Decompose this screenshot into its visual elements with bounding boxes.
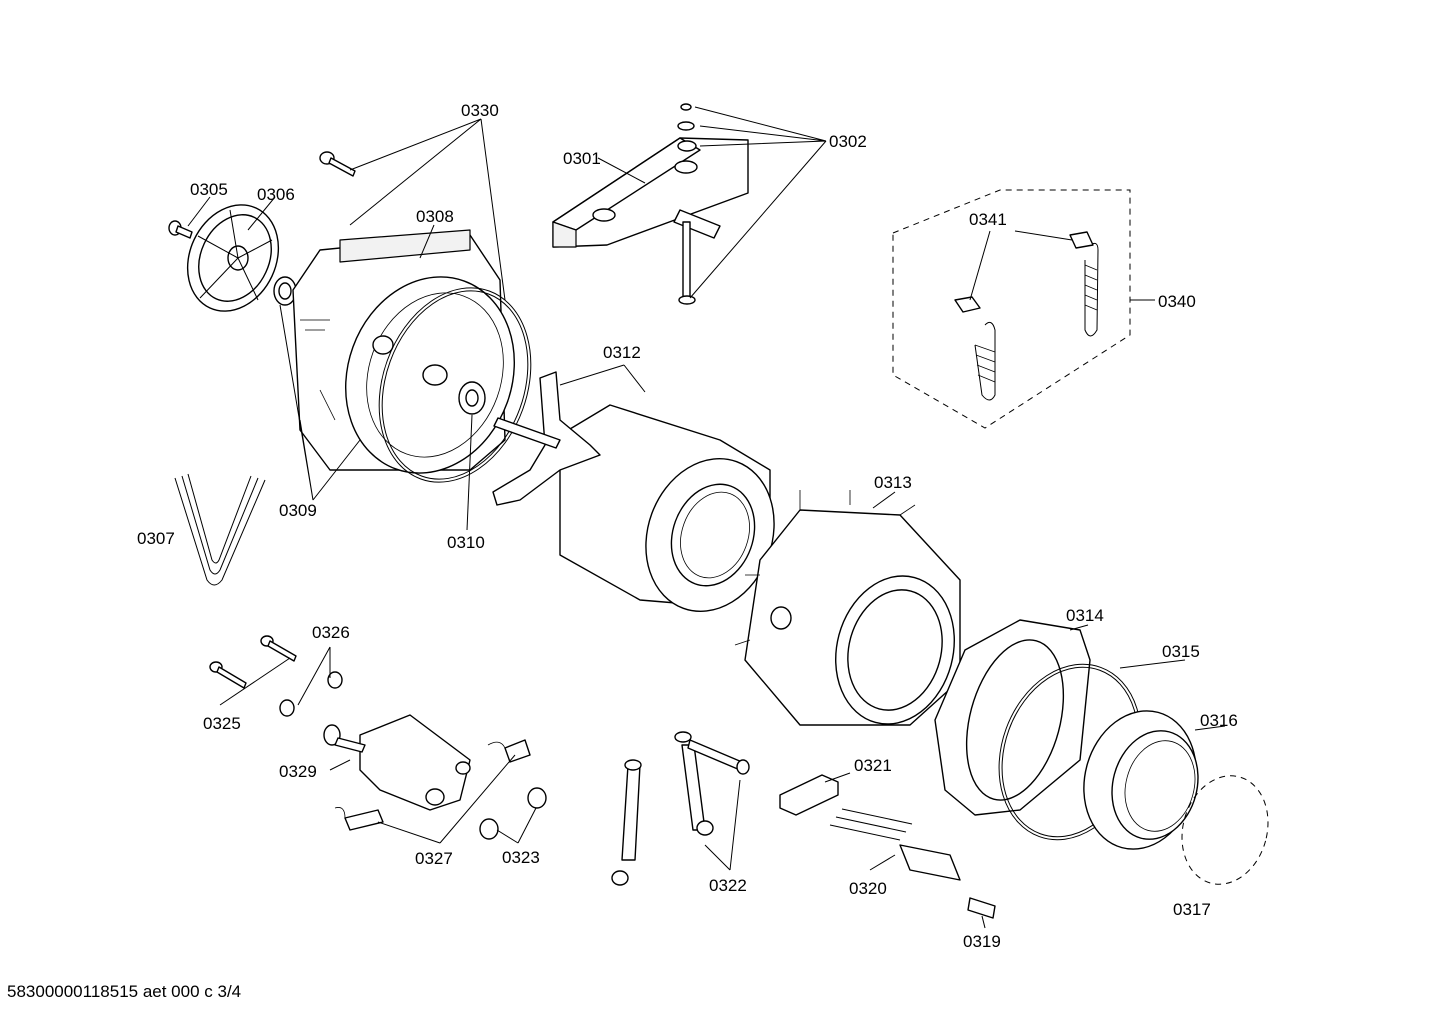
label-0329: 0329 (279, 762, 317, 781)
label-0319: 0319 (963, 932, 1001, 951)
part-0323-bushings (479, 787, 547, 840)
label-0317: 0317 (1173, 900, 1211, 919)
part-0301-bracket (552, 137, 749, 248)
part-0313-front-tub (734, 490, 961, 726)
label-0305: 0305 (190, 180, 228, 199)
part-0319-plug (967, 897, 996, 919)
leader-lines (187, 106, 1226, 929)
part-0320-heater (829, 808, 961, 881)
label-0320: 0320 (849, 879, 887, 898)
part-0306-pulley (186, 204, 280, 312)
label-0321: 0321 (854, 756, 892, 775)
part-0329-motor (323, 714, 471, 811)
label-0308: 0308 (416, 207, 454, 226)
label-0309: 0309 (279, 501, 317, 520)
part-0302-fixings (677, 103, 697, 305)
part-0314-weight (934, 619, 1091, 816)
label-0325: 0325 (203, 714, 241, 733)
label-0312: 0312 (603, 343, 641, 362)
part-0309-bearing (273, 276, 297, 306)
label-0315: 0315 (1162, 642, 1200, 661)
label-0301: 0301 (563, 149, 601, 168)
part-0322-shock-absorbers (611, 731, 750, 886)
document-id-footer: 58300000118515 aet 000 c 3/4 (7, 982, 241, 1001)
label-0313: 0313 (874, 473, 912, 492)
label-0307: 0307 (137, 529, 175, 548)
part-0305-screw (168, 220, 193, 239)
label-0316: 0316 (1200, 711, 1238, 730)
label-0330: 0330 (461, 101, 499, 120)
part-0317-clamp-spring (1181, 775, 1269, 885)
label-0341: 0341 (969, 210, 1007, 229)
label-0326: 0326 (312, 623, 350, 642)
part-0330-seal-and-screw (319, 151, 532, 483)
label-0322: 0322 (709, 876, 747, 895)
part-0327-brushes (334, 739, 531, 831)
part-0325-0326-screws (209, 635, 343, 717)
part-0308-rear-tub (292, 229, 516, 474)
part-labels: 0301 0302 0305 0306 0307 0308 0309 0310 … (137, 101, 1238, 951)
part-0340-spring-kit (892, 189, 1131, 429)
label-0310: 0310 (447, 533, 485, 552)
label-0323: 0323 (502, 848, 540, 867)
part-0310-flange (458, 381, 486, 415)
part-0321-sensor (779, 774, 839, 816)
label-0327: 0327 (415, 849, 453, 868)
part-0316-door-gasket (1083, 710, 1199, 850)
label-0302: 0302 (829, 132, 867, 151)
label-0340: 0340 (1158, 292, 1196, 311)
label-0314: 0314 (1066, 606, 1104, 625)
part-0307-belt (174, 473, 266, 586)
part-0312-drum (492, 371, 775, 613)
label-0306: 0306 (257, 185, 295, 204)
